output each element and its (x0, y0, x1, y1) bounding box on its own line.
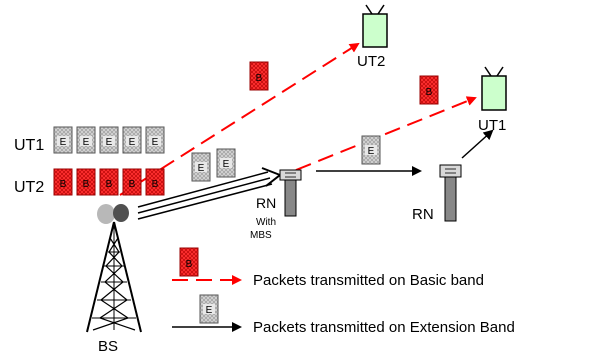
packet-basic-to-ut1: B (419, 75, 439, 105)
packet-ext-letter: E (223, 159, 230, 170)
packet-ext-letter: E (83, 137, 90, 148)
ext-link-bs-rn-arrowhead (261, 167, 282, 187)
packet-basic-letter: B (83, 179, 90, 190)
ut2-terminal-label: UT2 (357, 53, 385, 70)
packet-basic (99, 168, 119, 196)
packet-basic (76, 168, 96, 196)
packet-basic-letter: B (129, 179, 136, 190)
bs-tower-icon (86, 204, 142, 333)
packet-ext-letter: E (206, 305, 213, 316)
packet-ext-bs-rn-1: E (191, 152, 211, 182)
ut1-terminal-label: UT1 (478, 117, 506, 134)
ut2-queue: B B B B B (53, 168, 165, 196)
ut2-terminal-icon (362, 4, 388, 48)
packet-ext-letter: E (60, 137, 67, 148)
packet-ext-letter: E (152, 137, 159, 148)
ext-link-bs-rn-b (137, 177, 271, 214)
packet-basic-letter: B (256, 73, 263, 84)
packet-basic-letter: B (426, 87, 433, 98)
ut1-terminal-icon (481, 66, 507, 111)
legend-ext-packet: E (199, 294, 219, 324)
packet-basic-letter: B (60, 179, 67, 190)
rn-with-mbs-label: RN (256, 195, 276, 211)
packet-ext-bs-rn-2: E (216, 148, 236, 178)
ext-link-bs-rn-a (137, 171, 269, 208)
packet-basic-to-ut2: B (249, 61, 269, 91)
ext-link-bs-rn-c (137, 183, 273, 220)
packet-ext-letter: E (198, 163, 205, 174)
legend-basic-text: Packets transmitted on Basic band (253, 272, 484, 289)
packet-ext-letter: E (106, 137, 113, 148)
ut2-queue-label: UT2 (14, 179, 44, 196)
rn-tower-icon (439, 164, 462, 222)
rn-with-mbs-sub1: With (256, 217, 276, 228)
packet-basic-letter: B (186, 259, 193, 270)
packet-basic-letter: B (106, 179, 113, 190)
packet-basic (122, 168, 142, 196)
packet-ext-rn-rn: E (361, 135, 381, 165)
packet-ext-letter: E (129, 137, 136, 148)
basic-link-rn-ut1 (295, 96, 477, 171)
legend-ext-text: Packets transmitted on Extension Band (253, 319, 515, 336)
rn-label: RN (412, 206, 434, 223)
ext-link-rn-ut1 (461, 129, 494, 159)
legend-basic-packet: B (179, 247, 199, 277)
rn-with-mbs-tower-icon (279, 169, 302, 217)
rn-with-mbs-sub2: MBS (250, 230, 272, 241)
bs-label: BS (98, 338, 118, 355)
packet-ext-letter: E (368, 146, 375, 157)
packet-basic (145, 168, 165, 196)
legend: B Packets transmitted on Basic band E Pa… (172, 247, 515, 336)
packet-basic (53, 168, 73, 196)
ut1-queue: E E E E E (53, 126, 165, 154)
packet-basic-letter: B (152, 179, 159, 190)
ut1-queue-label: UT1 (14, 137, 44, 154)
